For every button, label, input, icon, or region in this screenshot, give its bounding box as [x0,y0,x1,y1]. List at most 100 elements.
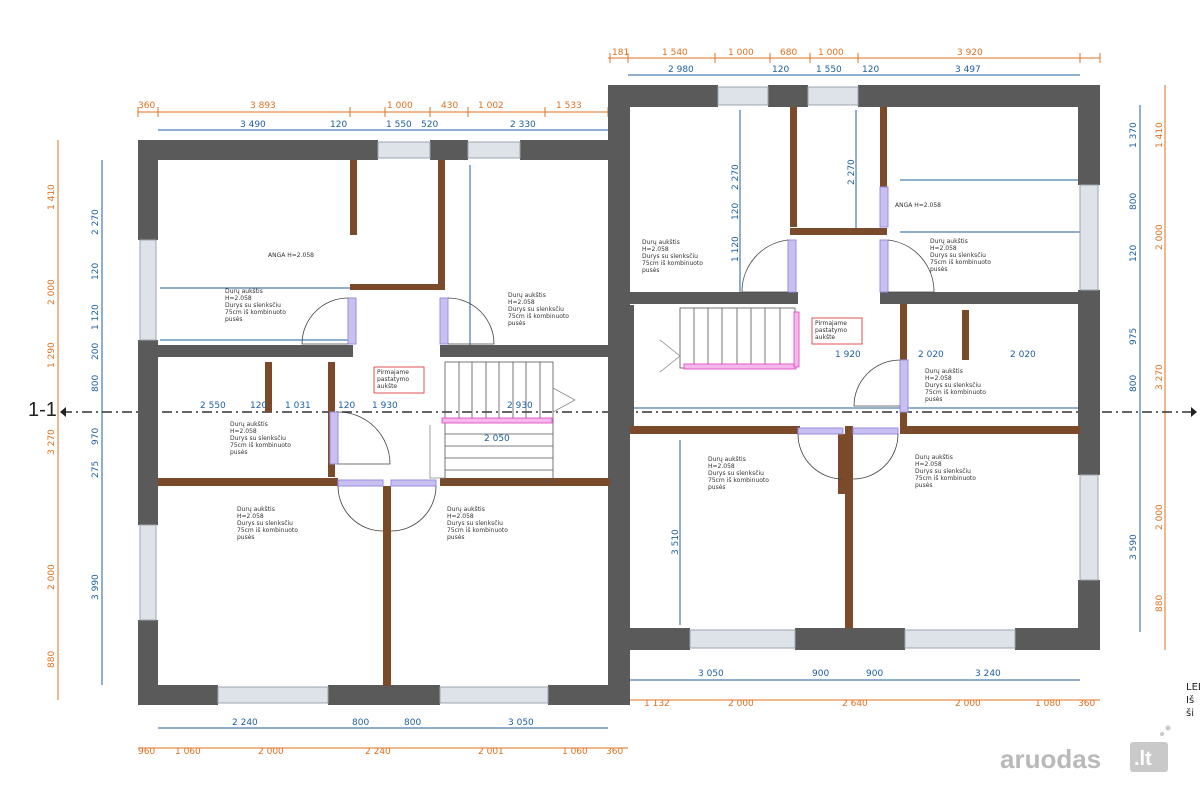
svg-text:2 020: 2 020 [918,350,944,360]
svg-text:1 370: 1 370 [1129,122,1139,148]
svg-text:Durys su slenksčiu: Durys su slenksčiu [642,253,698,260]
svg-text:1 120: 1 120 [731,236,741,262]
svg-text:75cm iš kombinuoto: 75cm iš kombinuoto [230,442,291,449]
dims-left-orange: 1 410 2 000 1 290 3 270 2 000 880 [47,184,57,668]
svg-text:aukšte: aukšte [377,383,397,390]
svg-text:Pirmajame: Pirmajame [815,320,847,327]
svg-text:800: 800 [91,375,101,392]
svg-text:75cm iš kombinuoto: 75cm iš kombinuoto [447,527,508,534]
svg-text:ANGA H=2.058: ANGA H=2.058 [895,202,941,209]
svg-text:.lt: .lt [1134,748,1152,770]
svg-text:aukšte: aukšte [815,334,835,341]
svg-text:1 120: 1 120 [91,304,101,330]
doors [329,186,909,487]
svg-text:1 060: 1 060 [175,747,201,757]
svg-text:800: 800 [352,718,369,728]
svg-text:200: 200 [91,343,101,360]
svg-text:75cm iš kombinuoto: 75cm iš kombinuoto [508,313,569,320]
svg-text:360: 360 [1078,699,1095,709]
svg-text:970: 970 [91,428,101,445]
svg-text:2 000: 2 000 [258,747,284,757]
svg-text:Durų aukštis: Durų aukštis [642,239,680,246]
door-swings [301,239,935,532]
svg-text:3 590: 3 590 [1129,534,1139,560]
svg-text:pusės: pusės [930,266,948,273]
svg-text:pastatymo: pastatymo [815,327,847,334]
svg-text:75cm iš kombinuoto: 75cm iš kombinuoto [925,389,986,396]
svg-text:Durys su slenksčiu: Durys su slenksčiu [925,382,981,389]
svg-text:pusės: pusės [237,534,255,541]
svg-text:520: 520 [421,120,438,130]
svg-text:120: 120 [862,65,879,75]
svg-text:2 330: 2 330 [510,120,536,130]
room-note-8: ANGA H=2.058 [895,202,941,209]
svg-text:Pirmajame: Pirmajame [377,369,409,376]
staircase-right [659,307,800,373]
svg-text:3 497: 3 497 [955,65,981,75]
svg-text:975: 975 [1129,328,1139,345]
svg-text:Durų aukštis: Durų aukštis [915,454,953,461]
svg-text:Durys su slenksčiu: Durys su slenksčiu [230,435,286,442]
dims-bottom-right-blue: 3 050 900 900 3 240 [698,669,1001,679]
svg-text:Durų aukštis: Durų aukštis [230,421,268,428]
dims-top-right-blue: 2 980 120 1 550 120 3 497 [668,65,981,75]
svg-text:360: 360 [138,101,155,111]
section-arrow-right [1191,407,1197,417]
svg-text:120: 120 [772,65,789,75]
svg-text:800: 800 [1129,375,1139,392]
dims-left-blue: 2 270 120 1 120 200 800 970 275 3 990 [91,209,101,600]
svg-text:120: 120 [731,203,741,220]
svg-text:Durys su slenksčiu: Durys su slenksčiu [508,306,564,313]
svg-text:1 410: 1 410 [1155,122,1165,148]
svg-text:900: 900 [866,669,883,679]
dims-right-orange: 1 410 2 000 3 270 2 000 880 [1155,122,1165,612]
dims-bottom-left-blue: 2 240 800 800 3 050 [232,718,534,728]
svg-text:2 270: 2 270 [847,159,857,185]
dims-top-right-orange: 181 1 540 1 000 680 1 000 3 920 [612,48,983,58]
svg-text:Durų aukštis: Durų aukštis [225,288,263,295]
svg-text:75cm iš kombinuoto: 75cm iš kombinuoto [930,259,991,266]
dims-right-blue: 1 370 800 120 975 800 3 590 [1129,122,1139,560]
svg-text:1 060: 1 060 [562,747,588,757]
svg-text:3 270: 3 270 [1155,364,1165,390]
svg-text:2 050: 2 050 [484,434,510,444]
svg-text:pusės: pusės [230,449,248,456]
svg-text:2 000: 2 000 [1155,224,1165,250]
svg-text:3 050: 3 050 [698,669,724,679]
svg-text:880: 880 [1155,595,1165,612]
svg-text:LED: LED [1186,682,1200,693]
svg-text:900: 900 [812,669,829,679]
svg-text:3 050: 3 050 [508,718,534,728]
svg-text:H=2.058: H=2.058 [230,428,257,435]
svg-text:ši: ši [1186,707,1194,719]
watermark-badge [1130,742,1168,772]
svg-text:pusės: pusės [925,396,943,403]
svg-text:75cm iš kombinuoto: 75cm iš kombinuoto [642,260,703,267]
svg-text:2 000: 2 000 [47,564,57,590]
svg-text:Durų aukštis: Durų aukštis [447,506,485,513]
svg-text:Durų aukštis: Durų aukštis [930,238,968,245]
svg-text:3 270: 3 270 [47,429,57,455]
svg-text:1 550: 1 550 [386,120,412,130]
svg-text:2 980: 2 980 [668,65,694,75]
svg-text:H=2.058: H=2.058 [925,375,952,382]
svg-text:800: 800 [404,718,421,728]
svg-text:pusės: pusės [447,534,465,541]
svg-text:Durys su slenksčiu: Durys su slenksčiu [225,302,281,309]
windows [139,86,1099,704]
svg-text:1 930: 1 930 [372,401,398,411]
svg-text:1 000: 1 000 [728,48,754,58]
svg-text:1 540: 1 540 [662,48,688,58]
svg-text:75cm iš kombinuoto: 75cm iš kombinuoto [237,527,298,534]
watermark-logo: aruodas .lt [1000,725,1171,774]
staircase-left [429,361,576,483]
svg-text:pusės: pusės [225,316,243,323]
svg-text:3 510: 3 510 [671,529,681,555]
svg-text:120: 120 [250,401,267,411]
svg-text:3 490: 3 490 [240,120,266,130]
svg-text:75cm iš kombinuoto: 75cm iš kombinuoto [708,477,769,484]
svg-text:pusės: pusės [915,482,933,489]
